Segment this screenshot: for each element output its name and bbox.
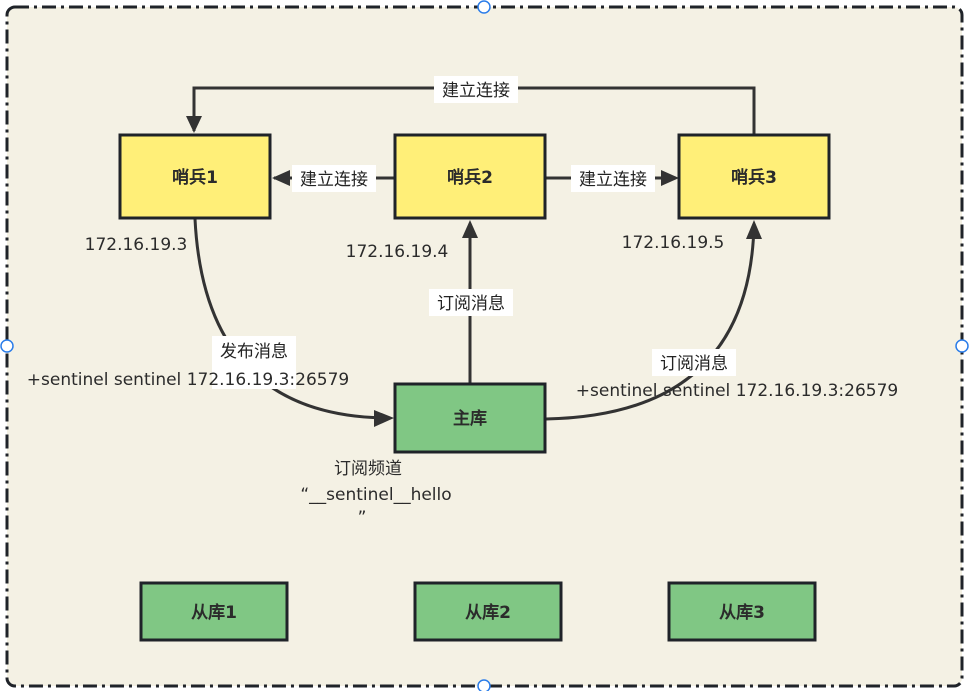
edge-label-bg xyxy=(212,336,296,389)
slave2-label: 从库2 xyxy=(465,602,511,623)
edge-label-s2-s3: 建立连接 xyxy=(579,170,647,190)
arrowhead-sentinel1-right xyxy=(272,170,290,186)
sentinel2-ip: 172.16.19.4 xyxy=(346,242,449,262)
arrowhead-sentinel2-bottom xyxy=(462,220,478,238)
arrowhead-sentinel1-top xyxy=(186,116,202,133)
resize-handle-top[interactable] xyxy=(477,0,491,14)
edge-label-master-s3: 订阅消息 xyxy=(660,354,728,374)
edge-label-bg xyxy=(429,289,513,316)
master-box[interactable] xyxy=(393,382,547,454)
arrowhead-sentinel3-left xyxy=(661,170,679,186)
sentinel3-label: 哨兵3 xyxy=(731,167,777,188)
node-slave2[interactable]: 从库2 xyxy=(413,581,563,642)
node-slave1[interactable]: 从库1 xyxy=(139,581,289,642)
node-sentinel1[interactable]: 哨兵1 xyxy=(118,133,272,220)
arrowhead-sentinel3-bottom xyxy=(746,220,762,239)
sentinel1-box[interactable] xyxy=(118,133,272,220)
sentinel2-label: 哨兵2 xyxy=(447,167,493,188)
slave1-box[interactable] xyxy=(139,581,289,642)
edge-label-master-s2: 订阅消息 xyxy=(437,294,505,314)
edge-label-s3-s1: 建立连接 xyxy=(442,81,510,101)
edge-label-s1-master: 发布消息 xyxy=(220,342,288,362)
sentinel3-ip: 172.16.19.5 xyxy=(622,233,725,253)
edge-label-bg xyxy=(292,165,376,192)
edge-label-s2-s1: 建立连接 xyxy=(300,170,368,190)
channel-name: “__sentinel__hello xyxy=(300,485,451,505)
edge-message-s1-master: +sentinel sentinel 172.16.19.3:26579 xyxy=(27,370,349,390)
sentinel1-ip: 172.16.19.3 xyxy=(85,235,188,255)
channel-close-quote: ” xyxy=(358,508,367,528)
edge-label-bg xyxy=(571,165,655,192)
node-master[interactable]: 主库 xyxy=(393,382,547,454)
edge-message-master-s3: +sentinel sentinel 172.16.19.3:26579 xyxy=(576,381,898,401)
node-slave3[interactable]: 从库3 xyxy=(667,581,817,642)
slave2-box[interactable] xyxy=(413,581,563,642)
edge-label-bg xyxy=(434,76,518,103)
sentinel1-label: 哨兵1 xyxy=(172,167,218,188)
resize-handle-bottom[interactable] xyxy=(477,679,491,691)
channel-title: 订阅频道 xyxy=(334,459,402,479)
resize-handle-left[interactable] xyxy=(0,339,14,353)
node-sentinel3[interactable]: 哨兵3 xyxy=(677,133,831,220)
sentinel2-box[interactable] xyxy=(393,133,547,220)
master-label: 主库 xyxy=(453,408,487,429)
sentinel3-box[interactable] xyxy=(677,133,831,220)
slave3-label: 从库3 xyxy=(719,602,765,623)
node-sentinel2[interactable]: 哨兵2 xyxy=(393,133,547,220)
arrowhead-master-left xyxy=(374,410,394,427)
slave3-box[interactable] xyxy=(667,581,817,642)
edge-label-bg xyxy=(652,349,736,376)
slave1-label: 从库1 xyxy=(191,602,237,623)
resize-handle-right[interactable] xyxy=(955,339,969,353)
